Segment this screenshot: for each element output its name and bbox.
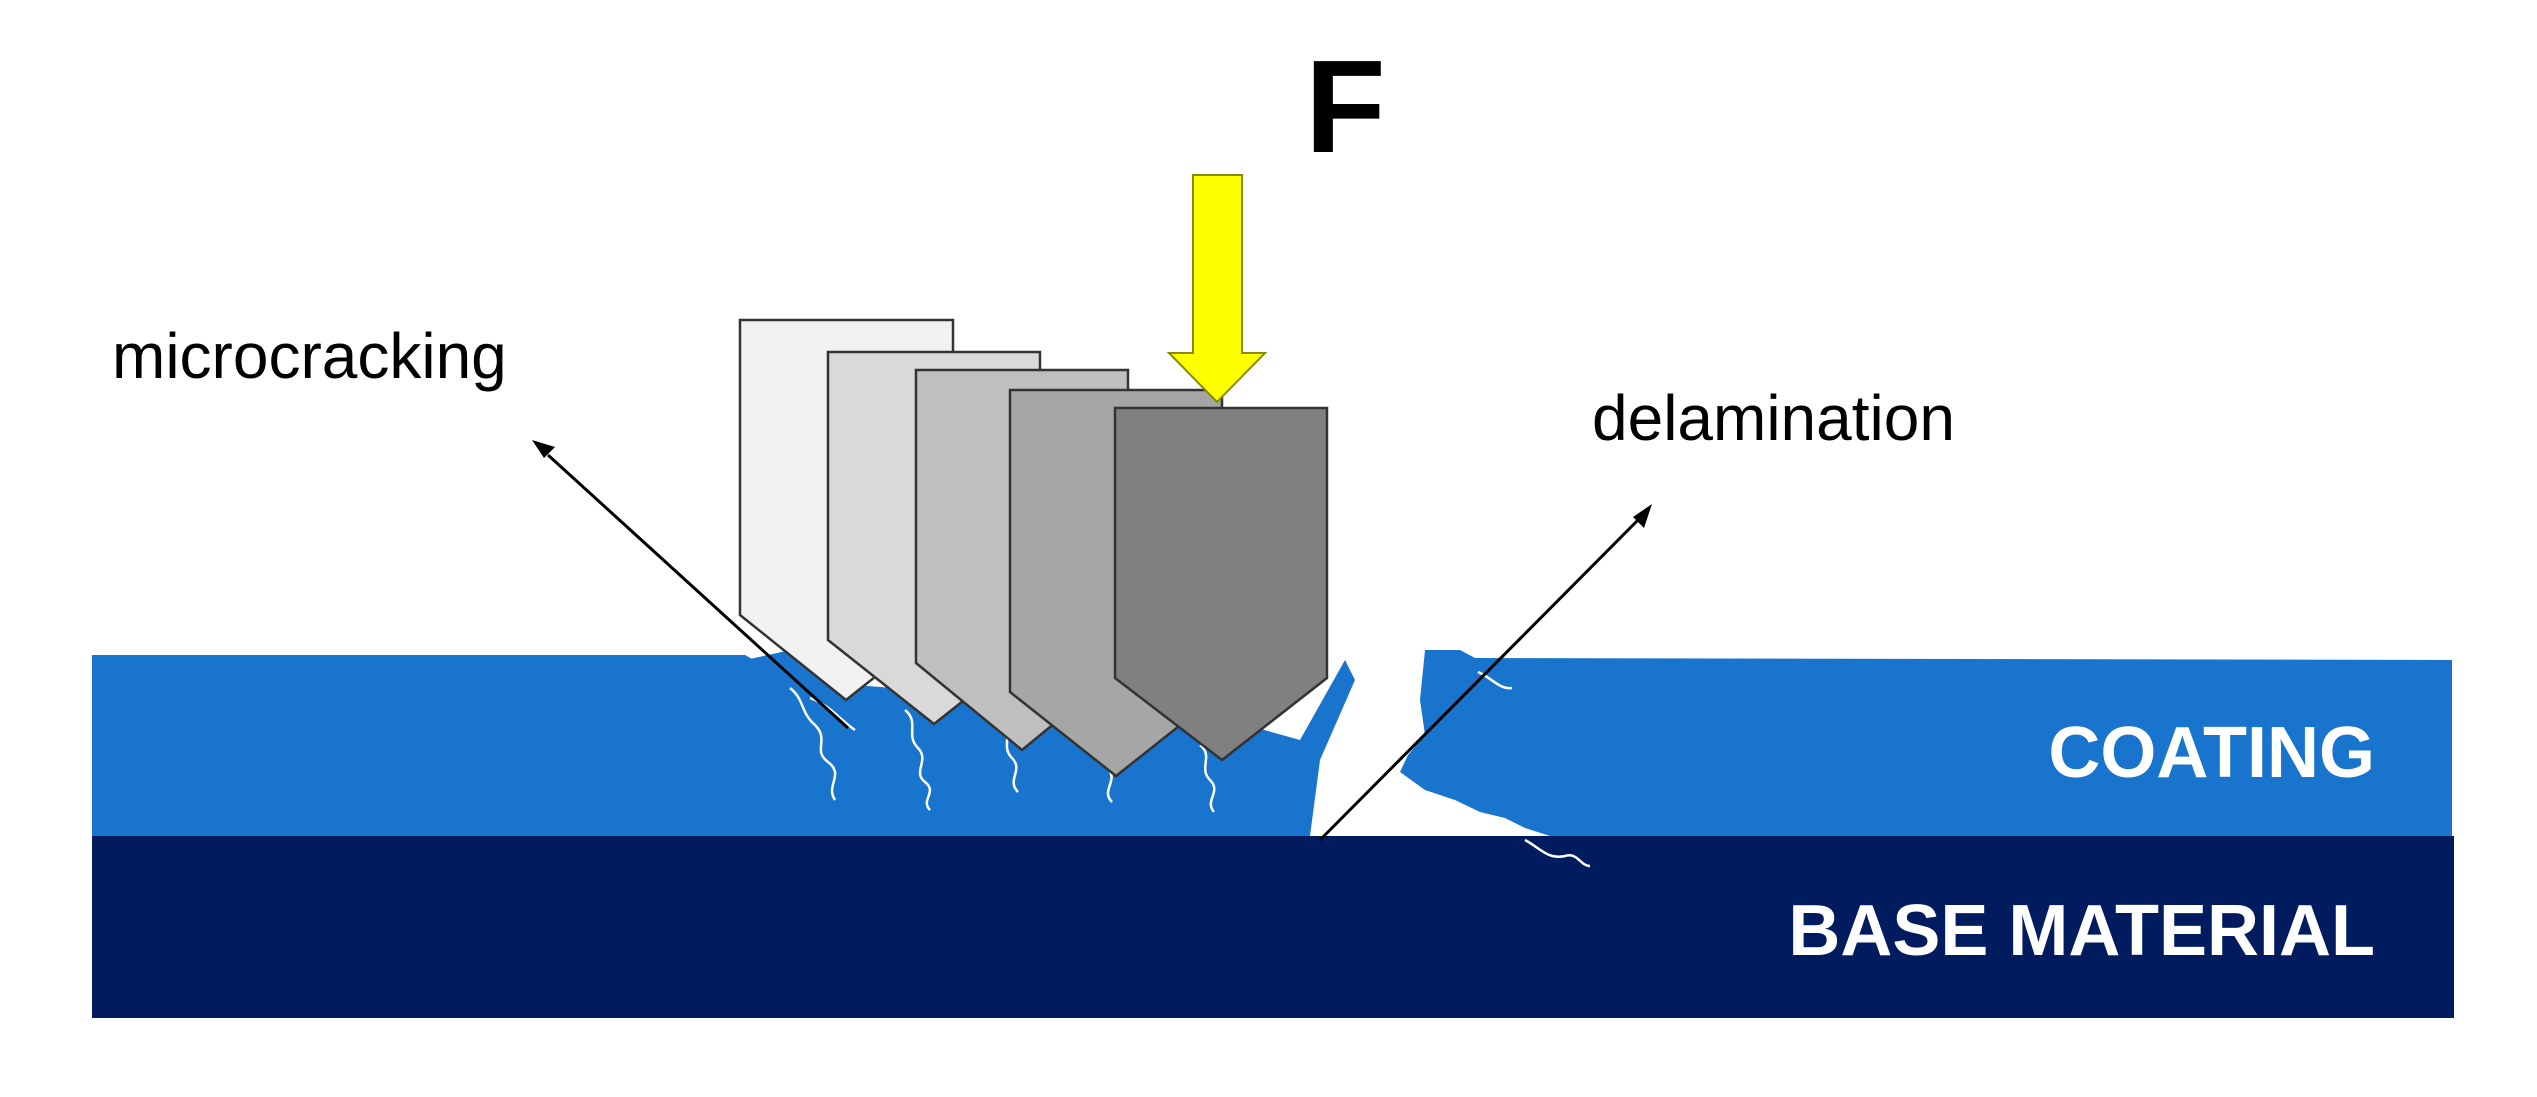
- coating-layer: [92, 650, 2452, 836]
- microcrack: [904, 709, 932, 811]
- coating-label: COATING: [2048, 713, 2375, 793]
- microcrack: [809, 696, 856, 732]
- microcrack: [1524, 838, 1591, 868]
- base-material-label: BASE MATERIAL: [1788, 891, 2375, 971]
- delamination-label: delamination: [1592, 382, 1955, 454]
- base-material-layer: [92, 836, 2454, 1018]
- microcrack: [789, 687, 837, 801]
- microcracking-label: microcracking: [112, 320, 507, 392]
- coating-debris: [745, 648, 840, 700]
- delamination-pointer: [1318, 504, 1652, 842]
- microcrack: [1477, 670, 1513, 690]
- force-label: F: [1305, 33, 1386, 180]
- indenter-tips: [738, 318, 1329, 778]
- microcracking-pointer: [532, 440, 850, 730]
- microcrack: [1199, 744, 1216, 813]
- force-arrow: [1166, 174, 1268, 404]
- indenter-tip-5: [1113, 406, 1329, 762]
